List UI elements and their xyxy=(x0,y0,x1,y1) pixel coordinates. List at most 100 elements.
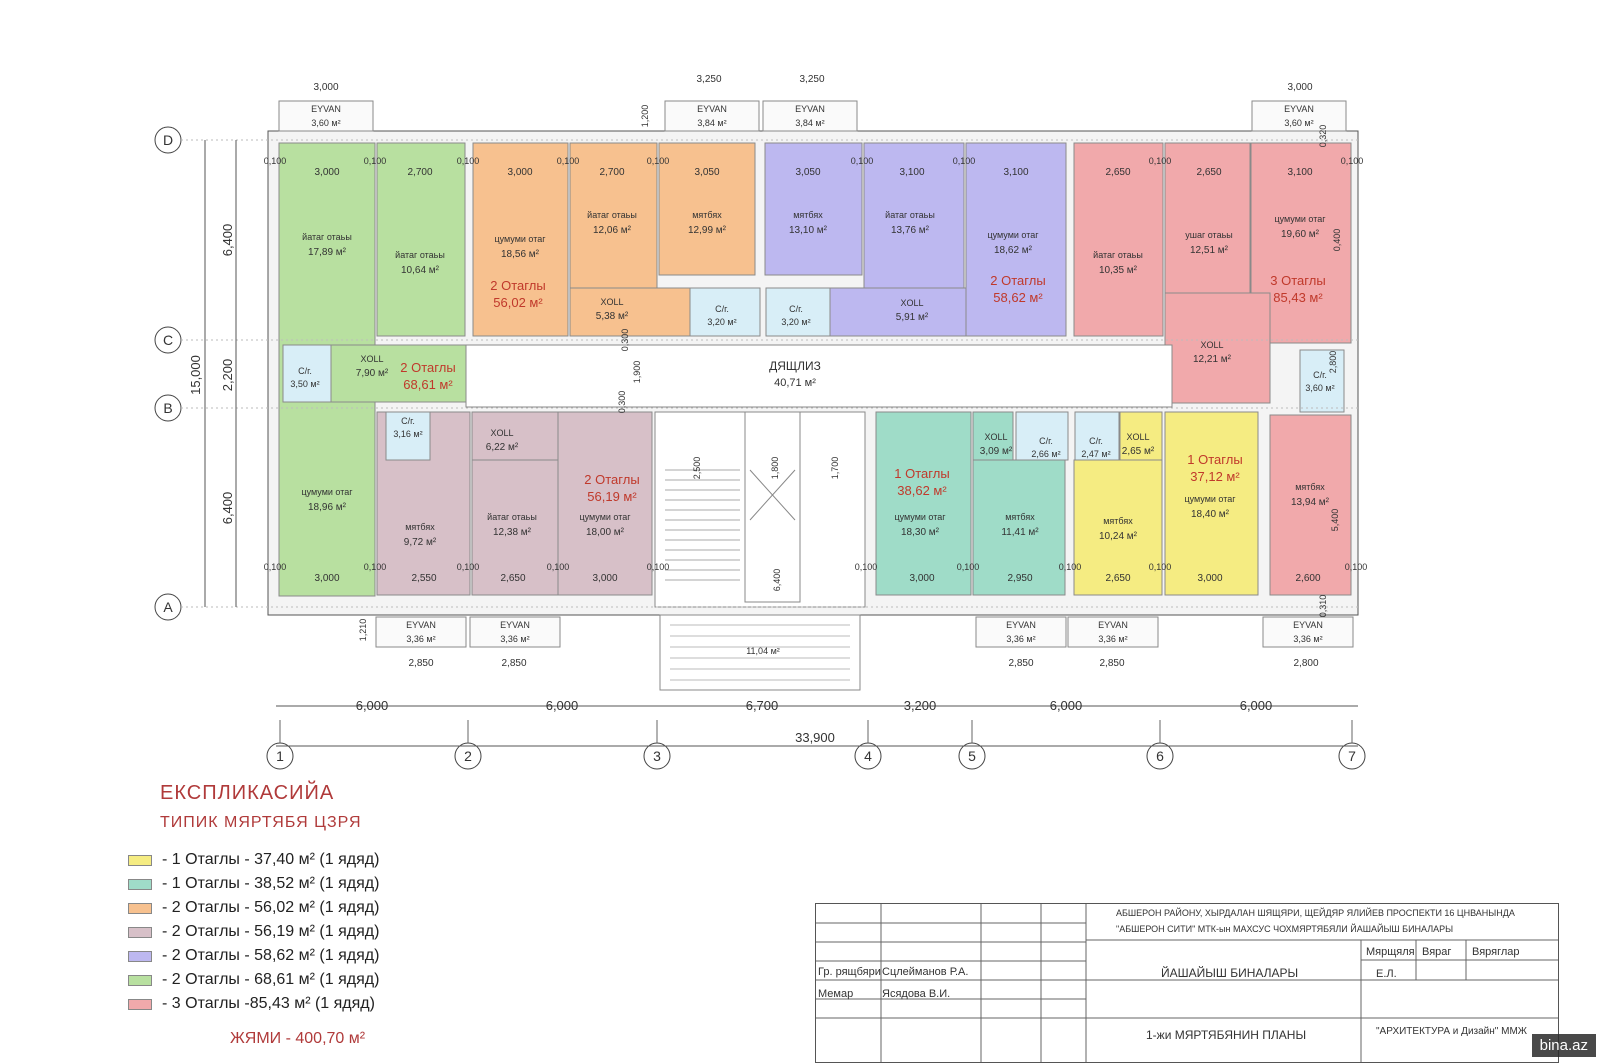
room-name: мятбях xyxy=(405,522,435,532)
hall-area: 2,65 м² xyxy=(1122,446,1155,457)
legend-text: - 2 Отаглы - 58,62 м² (1 ядяд) xyxy=(162,947,380,964)
entrance-steps xyxy=(659,614,861,691)
balcony-area: 3,36 м² xyxy=(406,634,435,644)
room-zone xyxy=(1164,142,1251,294)
legend-swatch xyxy=(128,854,152,866)
small-dimension: 0,310 xyxy=(1318,595,1328,618)
bathroom-zone xyxy=(765,287,831,337)
room-width: 3,050 xyxy=(795,167,820,178)
room-zone xyxy=(972,411,1014,461)
room-area: 10,64 м² xyxy=(401,265,440,276)
bathroom-name: C/г. xyxy=(401,416,415,426)
small-dimension: 6,400 xyxy=(772,569,782,592)
title-block: АБШЕРОН РАЙОНУ, ХЫРДАЛАН ШЯЩЯРИ, ЩЕЙДЯР … xyxy=(815,903,1559,1063)
apartment-area: 56,19 м² xyxy=(587,489,637,504)
apartment-area: 38,62 м² xyxy=(897,483,947,498)
balcony-dimension: 3,000 xyxy=(1287,82,1312,93)
span-dimension: 6,700 xyxy=(746,698,779,713)
apartment-area: 56,02 м² xyxy=(493,295,543,310)
axis-number: 2 xyxy=(464,748,472,764)
room-area: 12,99 м² xyxy=(688,225,727,236)
legend-item: - 1 Отаглы - 37,40 м² (1 ядяд) xyxy=(128,848,448,872)
person-2: Ясядова В.И. xyxy=(882,988,951,1000)
apartment-name: 2 Отаглы xyxy=(584,472,639,487)
wall-dimension: 0,100 xyxy=(457,562,480,572)
legend-item: - 2 Отаглы - 58,62 м² (1 ядяд) xyxy=(128,944,448,968)
balcony-label: EYVAN xyxy=(500,620,530,630)
sheet-title: 1-жи МЯРТЯБЯНИН ПЛАНЫ xyxy=(1146,1028,1307,1042)
entrance-area: 11,04 м² xyxy=(746,646,780,656)
room-zone xyxy=(569,287,691,337)
balcony-area: 3,36 м² xyxy=(500,634,529,644)
room-width: 2,600 xyxy=(1295,573,1320,584)
room-area: 17,89 м² xyxy=(308,247,347,258)
legend-swatch xyxy=(128,902,152,914)
axis-letter: C xyxy=(163,332,173,348)
bathroom-area: 3,16 м² xyxy=(393,429,422,439)
legend-swatch xyxy=(128,926,152,938)
small-dimension: 1,700 xyxy=(830,457,840,480)
balcony-dimension: 3,250 xyxy=(696,74,721,85)
bathroom-area: 3,20 м² xyxy=(781,317,810,327)
room-zone xyxy=(875,411,972,596)
col-sheet: Вяраг xyxy=(1422,946,1452,958)
wall-dimension: 0,100 xyxy=(364,562,387,572)
legend-item: - 2 Отаглы - 56,02 м² (1 ядяд) xyxy=(128,896,448,920)
room-width: 2,650 xyxy=(1105,573,1130,584)
apartment-name: 2 Отаглы xyxy=(400,360,455,375)
legend-text: - 2 Отаглы - 68,61 м² (1 ядяд) xyxy=(162,971,380,988)
room-width: 3,050 xyxy=(694,167,719,178)
room-name: цумуми отаг xyxy=(1184,494,1236,504)
wall-dimension: 0,100 xyxy=(1059,562,1082,572)
bathroom-zone xyxy=(1299,349,1345,413)
axis-number: 4 xyxy=(864,748,872,764)
legend-text: - 1 Отаглы - 37,40 м² (1 ядяд) xyxy=(162,851,380,868)
legend-title: ЕКСПЛИКАСИЙА xyxy=(160,782,335,804)
balcony-area: 3,84 м² xyxy=(795,118,824,128)
depth-dimension: 15,000 xyxy=(188,355,203,395)
legend: - 1 Отаглы - 37,40 м² (1 ядяд) - 1 Отагл… xyxy=(128,848,448,1016)
apartment-area: 85,43 м² xyxy=(1273,290,1323,305)
hall-name: XOLL xyxy=(1126,432,1149,442)
corridor-zone xyxy=(465,344,1173,408)
small-dimension: 0,320 xyxy=(1318,125,1328,148)
address-line-2: "АБШЕРОН СИТИ" МТК-ын МАХСУС ЧОХМЯРТЯБЯЛ… xyxy=(1116,924,1454,934)
room-zone xyxy=(1164,411,1259,596)
room-name: мятбях xyxy=(692,210,722,220)
bathroom-zone xyxy=(1015,411,1069,461)
wall-dimension: 0,100 xyxy=(957,562,980,572)
room-area: 12,38 м² xyxy=(493,527,532,538)
address-line-1: АБШЕРОН РАЙОНУ, ХЫРДАЛАН ШЯЩЯРИ, ЩЕЙДЯР … xyxy=(1116,908,1515,918)
room-width: 2,650 xyxy=(1196,167,1221,178)
balcony-label: EYVAN xyxy=(697,104,727,114)
room-area: 18,56 м² xyxy=(501,249,540,260)
elevator-shaft xyxy=(744,411,801,603)
room-width: 2,950 xyxy=(1007,573,1032,584)
apartment-name: 2 Отаглы xyxy=(990,273,1045,288)
room-width: 3,000 xyxy=(909,573,934,584)
balcony-top xyxy=(762,100,858,132)
bathroom-area: 3,60 м² xyxy=(1305,383,1334,393)
room-zone xyxy=(658,142,756,276)
wall-dimension: 0,100 xyxy=(1149,562,1172,572)
wall-dimension: 0,100 xyxy=(264,156,287,166)
bathroom-area: 2,66 м² xyxy=(1031,449,1060,459)
balcony-dimension: 2,850 xyxy=(1008,658,1033,669)
wall-dimension: 0,100 xyxy=(855,562,878,572)
balcony-area: 3,60 м² xyxy=(1284,118,1313,128)
apartment-area: 58,62 м² xyxy=(993,290,1043,305)
col-sheets: Вяряглар xyxy=(1472,946,1520,958)
legend-item: - 2 Отаглы - 68,61 м² (1 ядяд) xyxy=(128,968,448,992)
room-area: 12,06 м² xyxy=(593,225,632,236)
wall-dimension: 0,100 xyxy=(557,156,580,166)
room-name: йатаг отаьы xyxy=(885,210,935,220)
span-dimension: 3,200 xyxy=(904,698,937,713)
balcony-dimension: 2,850 xyxy=(408,658,433,669)
room-zone xyxy=(376,142,466,337)
room-zone xyxy=(965,142,1067,337)
title-block-grid xyxy=(816,904,1558,1062)
room-name: мятбях xyxy=(1103,516,1133,526)
small-dimension: 0,300 xyxy=(620,329,630,352)
axis-number: 5 xyxy=(968,748,976,764)
balcony-area: 3,36 м² xyxy=(1098,634,1127,644)
